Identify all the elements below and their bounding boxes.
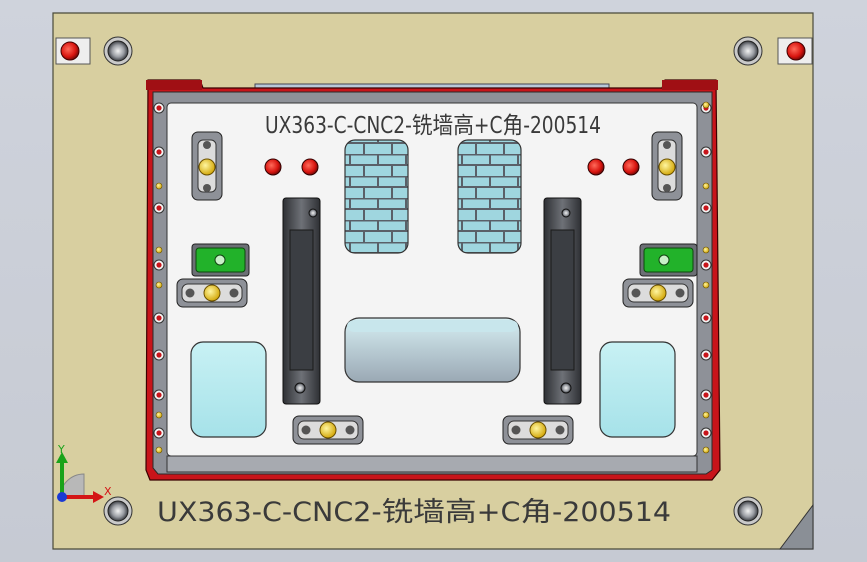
fixture-top-label: UX363-C-CNC2-铣墙高+C角-200514: [265, 113, 601, 139]
mount-screw-icon: [103, 36, 763, 526]
corner-locator-top-left: [55, 37, 91, 65]
cyan-pocket-left: [190, 341, 267, 438]
clamp-bar-left: [282, 197, 321, 405]
locating-pin-icon: [264, 158, 640, 176]
vertical-clamp-left: [191, 131, 223, 201]
clamp-bar-right: [543, 197, 582, 405]
brick-pocket-right: [457, 139, 522, 254]
brick-pocket-left: [344, 139, 409, 254]
green-block-left: [191, 243, 250, 277]
coordinate-triad[interactable]: Y X: [56, 443, 112, 503]
vertical-clamp-right: [651, 131, 683, 201]
green-block-right: [639, 243, 698, 277]
corner-locator-top-right: [777, 37, 813, 65]
triad-x-label: X: [104, 485, 112, 498]
fixture-bottom-label: UX363-C-CNC2-铣墙高+C角-200514: [157, 497, 671, 528]
center-slot: [344, 317, 521, 383]
horizontal-clamp-group: [176, 278, 694, 445]
cyan-pocket-right: [599, 341, 676, 438]
bottom-rail: [166, 455, 698, 473]
triad-y-label: Y: [57, 443, 65, 456]
